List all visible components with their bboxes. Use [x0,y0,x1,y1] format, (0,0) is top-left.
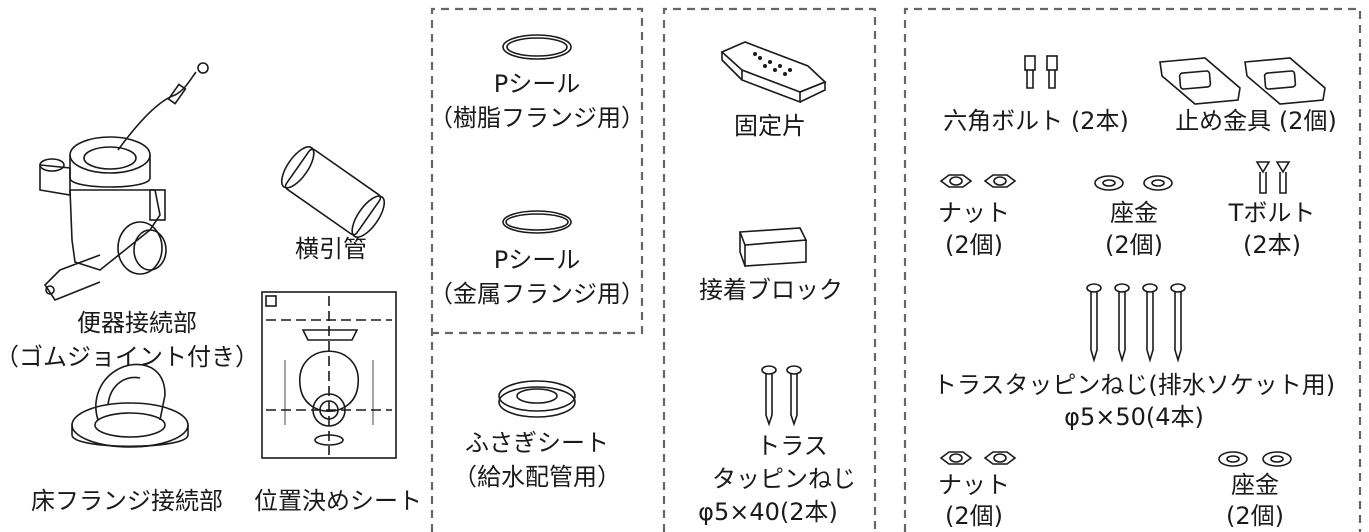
truss-screw-40-label-1: トラス [756,432,828,460]
toilet-connector-label-2: （ゴムジョイント付き） [0,343,259,371]
toilet-connector-label-1: 便器接続部 [77,309,197,337]
t-bolt-label-1: Tボルト [1228,199,1316,227]
nut-lower-label-1: ナット [938,471,1010,499]
positioning-sheet-label: 位置決めシート [254,487,422,515]
truss-screw-50-illustration [1086,283,1186,363]
group-box-hardware [903,7,1362,532]
nut-lower-illustration [939,451,1017,465]
fixing-piece-illustration [720,41,827,104]
p-seal-metal-label-2: （金属フランジ用） [429,280,645,308]
t-bolt-label-2: (2本) [1243,231,1301,259]
positioning-sheet-illustration [261,291,397,459]
fixing-piece-label: 固定片 [734,112,806,140]
floor-flange-connector-label: 床フランジ接続部 [31,487,223,515]
truss-screw-50-label-2: φ5×50(4本) [1064,403,1204,431]
truss-screw-40-label-3: φ5×40(2本) [698,498,838,526]
horizontal-pipe-label: 横引管 [295,235,367,263]
horizontal-pipe-illustration [280,146,386,238]
t-bolt-illustration [1255,161,1291,194]
washer-lower-label-1: 座金 [1231,471,1279,499]
washer-upper-illustration [1094,175,1173,191]
stopper-bracket-label: 止め金具 (2個) [1175,107,1337,135]
truss-screw-50-label-1: トラスタッピンねじ(排水ソケット用) [932,371,1336,399]
truss-screw-40-label-2: タッピンねじ [712,465,856,493]
nut-upper-label-1: ナット [938,199,1010,227]
floor-flange-illustration [71,363,189,448]
group-box-fixing [662,7,877,532]
stopper-bracket-illustration [1159,57,1326,105]
toilet-connector-illustration [39,62,209,301]
group-box-pseal [430,7,644,532]
p-seal-metal-label-1: Pシール [493,246,581,274]
hex-bolt-label: 六角ボルト (2本) [943,107,1129,135]
nut-lower-label-2: (2個) [945,502,1003,530]
truss-screw-40-illustration [761,365,802,427]
washer-upper-label-1: 座金 [1110,199,1158,227]
p-seal-resin-illustration [502,34,572,60]
washer-lower-illustration [1218,451,1292,467]
washer-upper-label-2: (2個) [1105,231,1163,259]
adhesive-block-label: 接着ブロック [699,276,843,304]
cover-sheet-label-1: ふさぎシート [465,429,609,457]
hex-bolt-illustration [1024,55,1058,89]
p-seal-resin-label-2: （樹脂フランジ用） [429,104,645,132]
nut-upper-illustration [939,174,1017,188]
cover-sheet-illustration [498,380,576,418]
p-seal-resin-label-1: Pシール [493,70,581,98]
cover-sheet-label-2: （給水配管用） [453,463,621,491]
washer-lower-label-2: (2個) [1226,502,1284,530]
nut-upper-label-2: (2個) [945,231,1003,259]
adhesive-block-illustration [738,227,808,267]
p-seal-metal-illustration [502,210,572,234]
